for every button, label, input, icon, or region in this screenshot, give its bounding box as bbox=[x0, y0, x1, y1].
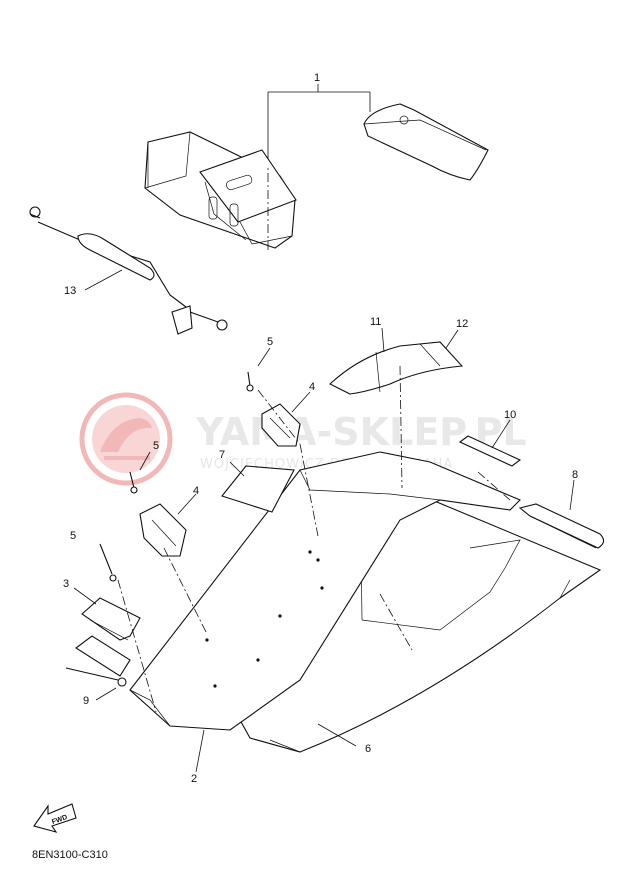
seat-pan-part-2 bbox=[129, 451, 521, 773]
callout-4-upper: 4 bbox=[309, 381, 315, 393]
callout-4-middle: 4 bbox=[193, 485, 199, 497]
bolt-part-9 bbox=[65, 635, 131, 701]
callout-2: 2 bbox=[191, 773, 197, 785]
assembly-lines bbox=[117, 168, 511, 713]
callout-11: 11 bbox=[370, 316, 381, 328]
callout-10: 10 bbox=[504, 409, 516, 421]
callout-12: 12 bbox=[456, 318, 468, 330]
callout-9: 9 bbox=[83, 695, 89, 707]
cable-part-13 bbox=[29, 206, 228, 335]
screw-part-5-lower bbox=[99, 543, 117, 582]
hook-part-4-upper bbox=[261, 391, 311, 447]
callout-7: 7 bbox=[219, 449, 225, 461]
screw-part-5-middle bbox=[129, 451, 151, 494]
pad-part-7 bbox=[221, 461, 295, 513]
tool-kit-part-1 bbox=[144, 84, 489, 249]
callout-13: 13 bbox=[64, 285, 76, 297]
bracket-part-3 bbox=[73, 587, 141, 641]
band-part-8 bbox=[518, 479, 605, 549]
screw-part-5-upper bbox=[246, 347, 271, 392]
sticker-part-11-12 bbox=[329, 327, 464, 395]
callout-5-upper: 5 bbox=[267, 336, 273, 348]
callout-1: 1 bbox=[314, 72, 320, 84]
hook-part-4-middle bbox=[139, 493, 197, 557]
strip-part-10 bbox=[458, 419, 522, 467]
callout-6: 6 bbox=[365, 743, 371, 755]
diagram-code: 8EN3100-C310 bbox=[32, 849, 108, 861]
watermark-logo bbox=[79, 392, 173, 486]
callout-5-middle: 5 bbox=[153, 440, 159, 452]
callout-5-lower: 5 bbox=[70, 530, 76, 542]
callout-3: 3 bbox=[63, 578, 69, 590]
callout-8: 8 bbox=[572, 469, 578, 481]
fwd-arrow-icon: FWD bbox=[33, 803, 77, 833]
